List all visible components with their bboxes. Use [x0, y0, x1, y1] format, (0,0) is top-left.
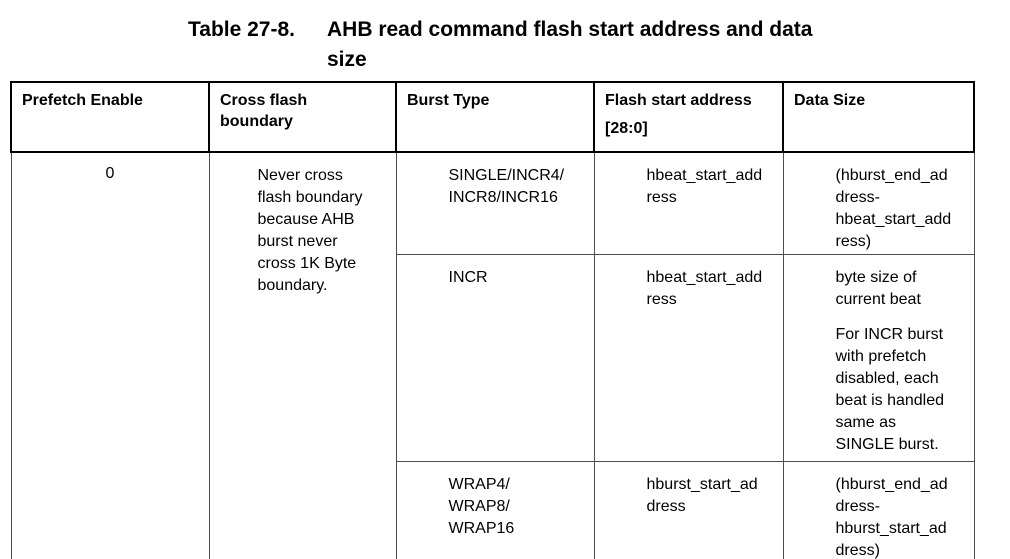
table-row-single-incr4: 0 Never cross flash boundary because AHB… [10, 151, 975, 559]
cell-text: hbeat_start_add ress [646, 268, 763, 308]
header-label: Prefetch Enable [22, 92, 143, 109]
cell-burst-type-incr: INCR [395, 253, 595, 462]
header-label: Flash start address [605, 92, 752, 109]
header-row: Prefetch Enable Cross flash boundary Bur… [10, 81, 975, 153]
cell-text: (hburst_end_ad dress- hburst_start_ad dr… [835, 475, 948, 559]
cell-burst-type-single-incr: SINGLE/INCR4/ INCR8/INCR16 [395, 151, 595, 255]
header-prefetch-enable: Prefetch Enable [10, 81, 210, 153]
table-caption: Table 27-8. AHB read command flash start… [188, 15, 902, 75]
table-title: AHB read command flash start address and… [327, 18, 813, 71]
cell-cross-flash-boundary: Never cross flash boundary because AHB b… [208, 151, 397, 559]
cell-flash-start-address-3: hburst_start_ad dress [593, 460, 784, 559]
header-burst-type: Burst Type [395, 81, 595, 153]
cell-flash-start-address-2: hbeat_start_add ress [593, 253, 784, 462]
ahb-read-command-table: Prefetch Enable Cross flash boundary Bur… [10, 81, 975, 559]
table-row-incr: INCR hbeat_start_add ress byte size of c… [11, 253, 975, 462]
cell-prefetch-enable: 0 [10, 151, 210, 559]
cell-text: WRAP4/ WRAP8/ WRAP16 [448, 475, 515, 537]
header-label: Data Size [794, 92, 866, 109]
header-data-size: Data Size [782, 81, 975, 153]
header-flash-start-address: Flash start address [28:0] [593, 81, 784, 153]
cell-text: SINGLE/INCR4/ INCR8/INCR16 [448, 167, 565, 206]
header-bit-range: [28:0] [605, 120, 648, 137]
cell-text: hbeat_start_add ress [646, 167, 763, 206]
cell-text: INCR [448, 268, 488, 286]
cell-text: For INCR burst with prefetch disabled, e… [835, 325, 945, 453]
cell-burst-type-wrap: WRAP4/ WRAP8/ WRAP16 [395, 460, 595, 559]
header-label: Cross flash boundary [220, 92, 308, 130]
cell-text: (hburst_end_ad dress- hbeat_start_add re… [835, 167, 952, 250]
cell-text: byte size of current beat [835, 268, 921, 308]
table-row-wrap: WRAP4/ WRAP8/ WRAP16 hburst_start_ad dre… [11, 460, 975, 559]
header-label: Burst Type [407, 92, 490, 109]
table-number: Table 27-8. [188, 18, 295, 41]
cell-data-size-3: (hburst_end_ad dress- hburst_start_ad dr… [782, 460, 975, 559]
cell-flash-start-address-1: hbeat_start_add ress [593, 151, 784, 255]
header-cross-flash-boundary: Cross flash boundary [208, 81, 397, 153]
cell-text: hburst_start_ad dress [646, 475, 758, 515]
cell-data-size-1: (hburst_end_ad dress- hbeat_start_add re… [782, 151, 975, 255]
cell-data-size-2: byte size of current beat For INCR burst… [782, 253, 975, 462]
cell-text: Never cross flash boundary because AHB b… [257, 167, 363, 294]
